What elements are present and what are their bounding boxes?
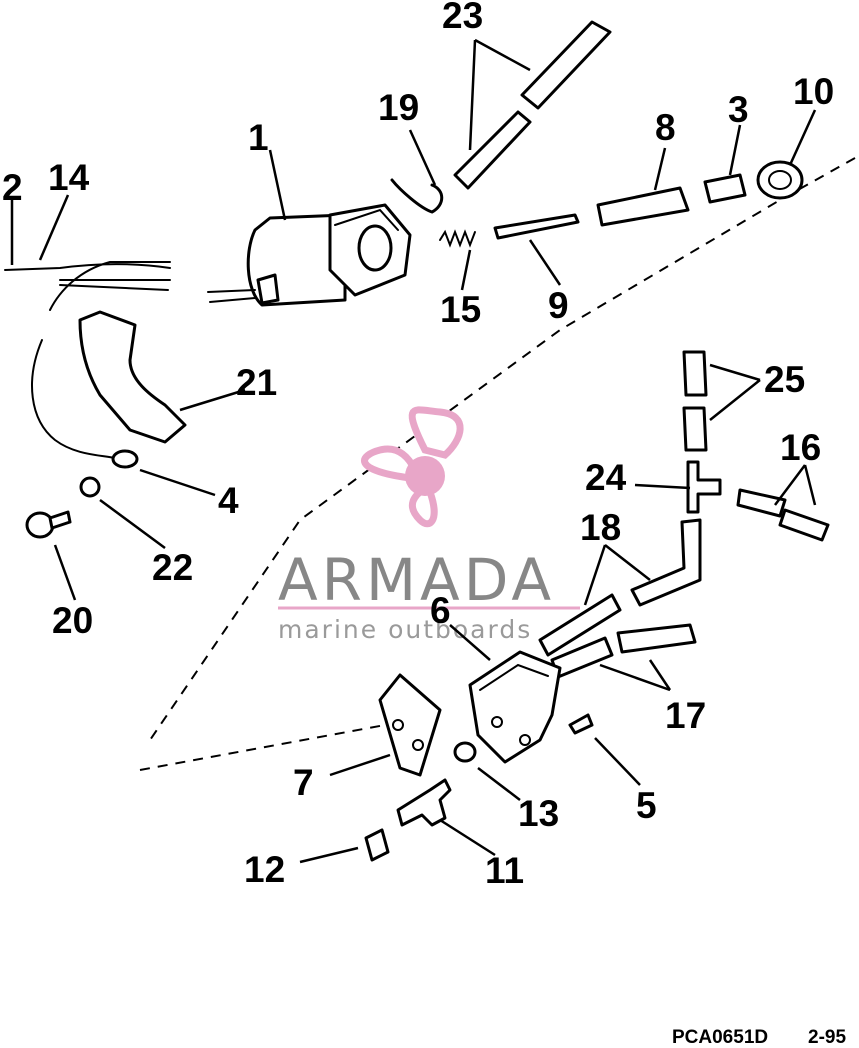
diagram-code: PCA0651D [672,1027,768,1048]
callout-24: 24 [585,457,627,498]
dashed-line-bottom [139,724,386,771]
callout-1: 1 [248,117,269,158]
part-18-hoses [538,518,702,657]
part-19-clip [390,178,444,214]
callout-11: 11 [485,850,524,891]
callout-3: 3 [728,89,749,130]
callout-15: 15 [440,289,481,330]
callout-20: 20 [52,600,93,641]
part-3-spring [703,173,747,204]
part-23-hoses [453,20,612,190]
callout-7: 7 [293,762,314,803]
part-15-spring [439,229,476,248]
callout-18: 18 [580,507,621,548]
watermark-tagline: marine outboards [278,615,532,644]
armada-watermark: ARMADA marine outboards [278,406,580,644]
part-20-screw [25,510,72,539]
callout-23: 23 [442,0,483,36]
part-6-pump-body [468,650,562,764]
part-10-nut [756,160,804,200]
callout-16: 16 [780,427,821,468]
part-22-star-washer [79,476,101,498]
diagram-revision: 2-95 [808,1027,846,1048]
callout-19: 19 [378,87,419,128]
part-11-check-valve [396,778,452,827]
watermark-brand: ARMADA [278,546,555,614]
part-8-sleeve [596,186,690,227]
callout-2: 2 [2,167,23,208]
dashed-line-top [149,157,856,741]
callout-5: 5 [636,785,657,826]
callout-8: 8 [655,107,676,148]
callout-9: 9 [548,285,569,326]
part-1-primer-solenoid [207,203,412,307]
callout-4: 4 [218,480,239,521]
callout-21: 21 [236,362,277,403]
part-5-screw [568,713,594,735]
dashed-guides [139,157,856,771]
part-21-bracket [78,310,187,444]
part-25-hose-sleeves [682,350,708,452]
leader-lines [10,38,817,864]
callout-13: 13 [518,793,559,834]
part-24-tee-fitting [686,460,722,514]
part-9-plunger [493,213,580,240]
callout-12: 12 [244,849,285,890]
callout-6: 6 [430,590,451,631]
callout-14: 14 [48,157,90,198]
propeller-logo [361,406,464,528]
callout-17: 17 [665,695,706,736]
callout-22: 22 [152,547,193,588]
part-4-ground-wire [31,339,139,469]
part-12-cap [364,828,390,862]
callouts: 1 2 14 19 23 15 9 8 3 10 21 4 22 20 25 2… [2,0,834,891]
part-7-gasket [378,673,442,777]
part-13-o-ring [453,741,477,763]
part-2-14-wire-harness [4,261,171,311]
callout-25: 25 [764,359,805,400]
callout-10: 10 [793,71,834,112]
part-17-hoses [550,623,697,679]
part-16-hoses [736,488,830,542]
